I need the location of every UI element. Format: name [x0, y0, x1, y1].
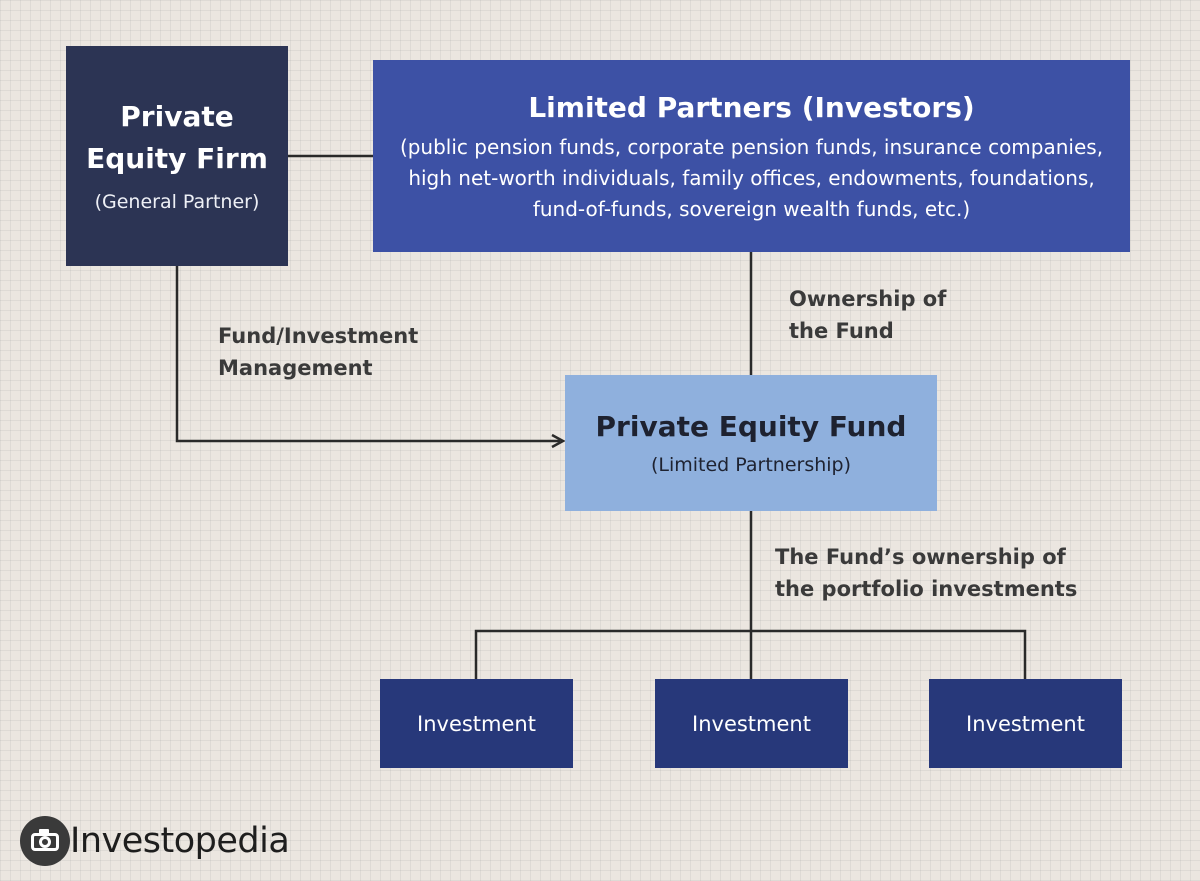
portfolio-label-line1: The Fund’s ownership of	[775, 545, 1066, 569]
portfolio-label-line2: the portfolio investments	[775, 577, 1078, 601]
pe-firm-title-line2: Equity Firm	[86, 142, 268, 175]
investment-label: Investment	[417, 711, 536, 736]
pe-fund-subtitle: (Limited Partnership)	[650, 454, 852, 476]
ownership-label: Ownership of the Fund	[789, 283, 946, 347]
management-label-line2: Management	[218, 356, 373, 380]
brand-name: Investopedia	[70, 821, 290, 861]
management-label: Fund/Investment Management	[218, 320, 418, 384]
management-arrowhead	[551, 433, 566, 449]
private-equity-firm-box: Private Equity Firm (General Partner)	[66, 46, 288, 266]
investopedia-logo: Investopedia	[20, 816, 290, 866]
investments-branch	[474, 629, 1027, 679]
ownership-label-line2: the Fund	[789, 319, 894, 343]
pe-firm-subtitle: (General Partner)	[94, 191, 260, 213]
investment-box-3: Investment	[929, 679, 1122, 768]
limited-partners-details-line2: high net-worth individuals, family offic…	[408, 165, 1095, 190]
camera-icon[interactable]	[20, 816, 70, 866]
management-label-line1: Fund/Investment	[218, 324, 419, 348]
management-arrow-line	[175, 266, 560, 443]
limited-partners-title: Limited Partners (Investors)	[528, 90, 975, 124]
limited-partners-details-line1: (public pension funds, corporate pension…	[399, 134, 1104, 159]
investment-label: Investment	[966, 711, 1085, 736]
portfolio-ownership-label: The Fund’s ownership of the portfolio in…	[775, 541, 1077, 605]
private-equity-fund-box: Private Equity Fund (Limited Partnership…	[565, 375, 937, 511]
investment-box-2: Investment	[655, 679, 848, 768]
investment-label: Investment	[692, 711, 811, 736]
investment-box-1: Investment	[380, 679, 573, 768]
pe-firm-title-line1: Private	[120, 100, 234, 133]
limited-partners-box: Limited Partners (Investors) (public pen…	[373, 60, 1130, 252]
pe-fund-title: Private Equity Fund	[595, 410, 907, 443]
ownership-label-line1: Ownership of	[789, 287, 947, 311]
limited-partners-details-line3: fund-of-funds, sovereign wealth funds, e…	[532, 196, 971, 221]
